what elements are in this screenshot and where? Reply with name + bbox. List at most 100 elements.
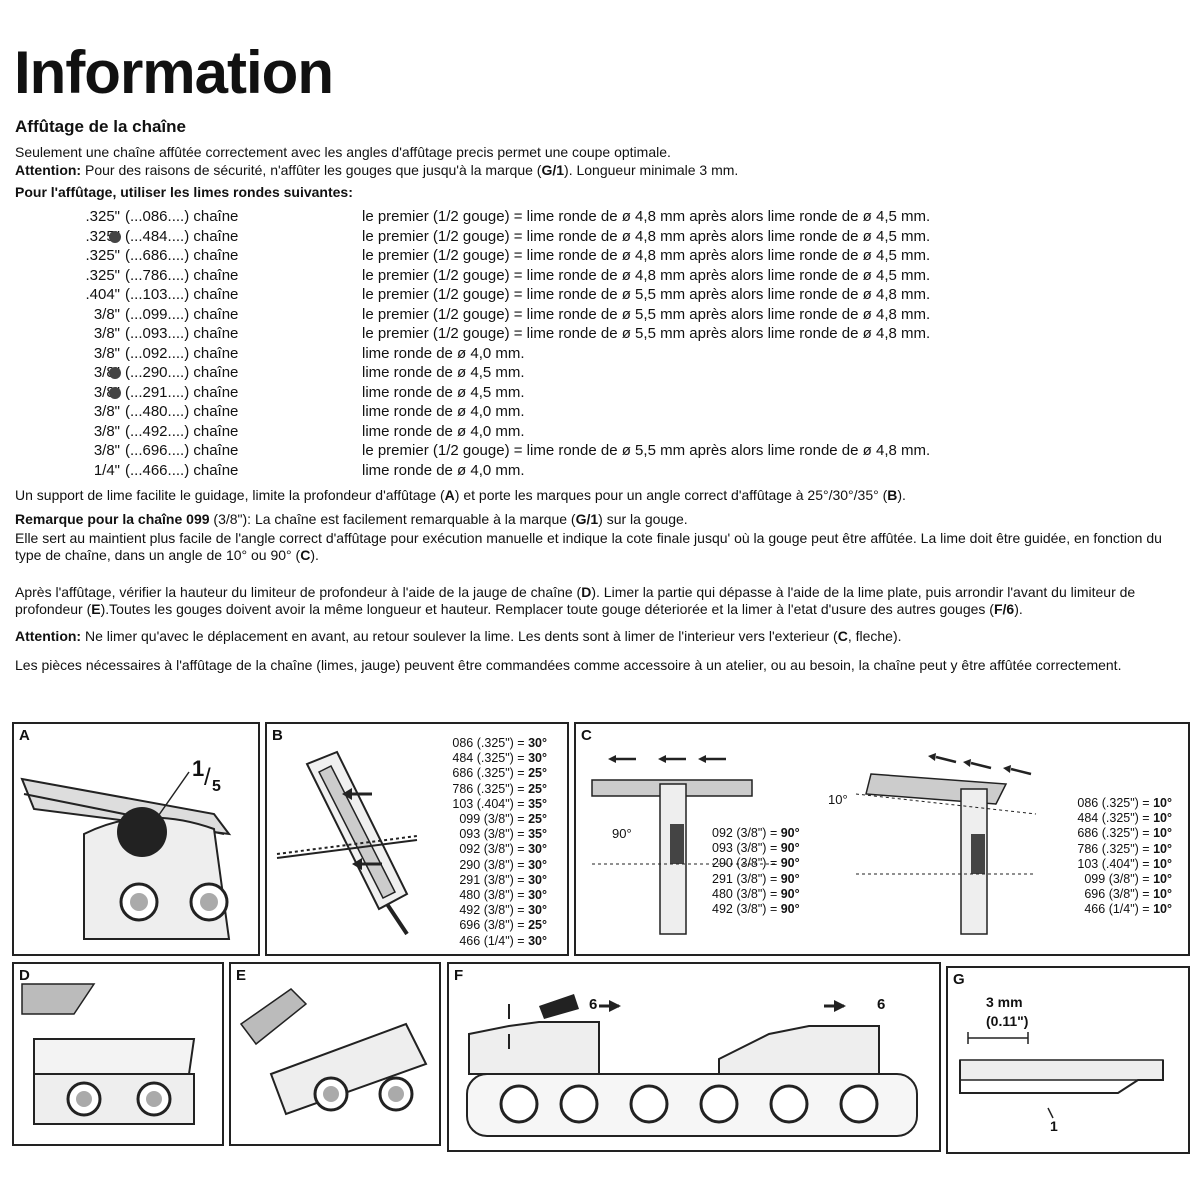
spec-chain: 492 (3/8") = (712, 902, 778, 917)
spec-line: 103 (.404") = 35° (452, 797, 547, 812)
figure-f-drawing (466, 994, 918, 1137)
spec-chain: 086 (.325") = (452, 736, 525, 750)
spec-line: 086 (.325") = 30° (452, 736, 547, 751)
figure-f-label: F (454, 967, 464, 984)
spec-chain: 786 (.325") = (1077, 841, 1150, 856)
spec-angle: 10° (1153, 841, 1172, 856)
spec-line: 484 (.325") = 10° (1077, 811, 1172, 826)
low-kickback-icon (109, 230, 121, 243)
spec-angle: 90° (780, 902, 800, 917)
spec-chain: 290 (3/8") = (459, 857, 525, 872)
figure-f-dim-left: 6 (589, 996, 598, 1013)
spec-chain: 291 (3/8") = (459, 872, 525, 887)
pitch-cell: .404" (85, 286, 120, 303)
spec-angle: 10° (1153, 887, 1172, 902)
parts-paragraph: Les pièces nécessaires à l'affûtage de l… (15, 657, 1122, 673)
spec-line: 492 (3/8") = 30° (452, 903, 547, 918)
spec-angle: 10° (1153, 796, 1172, 810)
spec-angle: 10° (1153, 856, 1172, 871)
spec-angle: 25° (528, 766, 547, 781)
spec-angle: 30° (528, 903, 547, 918)
figure-c: C 90° 10° 092 (3/8") = 90°093 (3/8") = 9… (574, 722, 1190, 956)
spec-angle: 35° (528, 827, 547, 842)
section-title: Affûtage de la chaîne (15, 117, 186, 136)
figure-a-drawing (20, 771, 232, 940)
spec-angle: 25° (528, 812, 547, 827)
spec-line: 291 (3/8") = 30° (452, 873, 547, 888)
figure-d-label: D (19, 967, 30, 984)
code-cell: (...696....) chaîne (125, 442, 239, 459)
spec-angle: 30° (528, 888, 547, 903)
spec-angle: 10° (1153, 826, 1172, 841)
pitch-cell: .325" (85, 208, 120, 225)
spec-chain: 103 (.404") = (1077, 856, 1150, 871)
spec-angle: 90° (780, 841, 800, 856)
spec-line: 696 (3/8") = 25° (452, 918, 547, 933)
low-kickback-icon (109, 386, 121, 399)
table-row: 3/8" (...696....) chaîne le premier (1/2 g… (0, 442, 1200, 461)
spec-line: 291 (3/8") = 90° (712, 872, 800, 887)
pitch-cell: .325" (85, 266, 120, 284)
support-paragraph: Un support de lime facilite le guidage, … (15, 487, 906, 503)
figure-a-label: A (19, 727, 30, 744)
file-cell: lime ronde de ø 4,0 mm. (362, 422, 525, 440)
code-cell: (...492....) chaîne (125, 422, 239, 440)
spec-angle: 90° (780, 886, 800, 901)
attention-label: Attention: (15, 162, 82, 178)
pitch-cell: 3/8" (93, 442, 120, 459)
spec-line: 103 (.404") = 10° (1077, 857, 1172, 872)
spec-line: 492 (3/8") = 90° (712, 902, 800, 917)
file-cell: lime ronde de ø 4,5 mm. (362, 364, 525, 381)
spec-line: 093 (3/8") = 90° (712, 841, 800, 856)
spec-line: 480 (3/8") = 30° (452, 888, 547, 903)
spec-angle: 90° (780, 856, 800, 871)
file-cell: le premier (1/2 gouge) = lime ronde de ø… (362, 442, 931, 459)
spec-angle: 90° (780, 871, 800, 886)
figure-a: A 1 / 5 (12, 722, 260, 956)
spec-angle: 30° (528, 751, 547, 766)
spec-line: 093 (3/8") = 35° (452, 827, 547, 842)
attention2-paragraph: Attention: Ne limer qu'avec le déplaceme… (15, 628, 902, 644)
spec-chain: 696 (3/8") = (1084, 887, 1150, 902)
spec-line: 786 (.325") = 25° (452, 782, 547, 797)
angle-10-label: 10° (828, 792, 848, 807)
file-cell: lime ronde de ø 4,0 mm. (362, 403, 525, 420)
spec-line: 466 (1/4") = 30° (452, 934, 547, 949)
code-cell: (...484....) chaîne (125, 227, 239, 245)
spec-angle: 25° (528, 918, 547, 933)
figure-c-drawing (591, 753, 1037, 935)
figure-c-label: C (581, 727, 592, 744)
spec-angle: 35° (528, 796, 547, 811)
spec-line: 099 (3/8") = 10° (1077, 872, 1172, 887)
angle-90-label: 90° (612, 826, 632, 841)
file-cell: le premier (1/2 gouge) = lime ronde de ø… (362, 286, 931, 303)
table-row: 3/8" (...492....) chaîne lime ronde de ø 4… (0, 423, 1200, 442)
fraction-denominator: 5 (212, 778, 221, 795)
file-cell: le premier (1/2 gouge) = lime ronde de ø… (362, 227, 931, 245)
files-heading: Pour l'affûtage, utiliser les limes rond… (15, 184, 353, 200)
spec-chain: 686 (.325") = (452, 766, 525, 781)
spec-chain: 466 (1/4") = (1084, 902, 1150, 917)
file-cell: lime ronde de ø 4,0 mm. (362, 461, 525, 479)
figure-d: D (12, 962, 224, 1146)
pitch-cell: 3/8" (93, 422, 120, 440)
code-cell: (...480....) chaîne (125, 403, 239, 420)
spec-chain: 093 (3/8") = (712, 841, 778, 856)
figure-g-label: G (953, 971, 965, 988)
spec-chain: 099 (3/8") = (1084, 872, 1150, 887)
file-cell: le premier (1/2 gouge) = lime ronde de ø… (362, 325, 931, 342)
figure-b: B 086 (.325") = 30°484 (.325") = 30°686 … (265, 722, 569, 956)
file-cell: le premier (1/2 gouge) = lime ronde de ø… (362, 266, 931, 284)
spec-chain: 099 (3/8") = (459, 812, 525, 827)
pitch-cell: 3/8" (93, 305, 120, 323)
spec-angle: 30° (528, 872, 547, 887)
code-cell: (...099....) chaîne (125, 305, 239, 323)
